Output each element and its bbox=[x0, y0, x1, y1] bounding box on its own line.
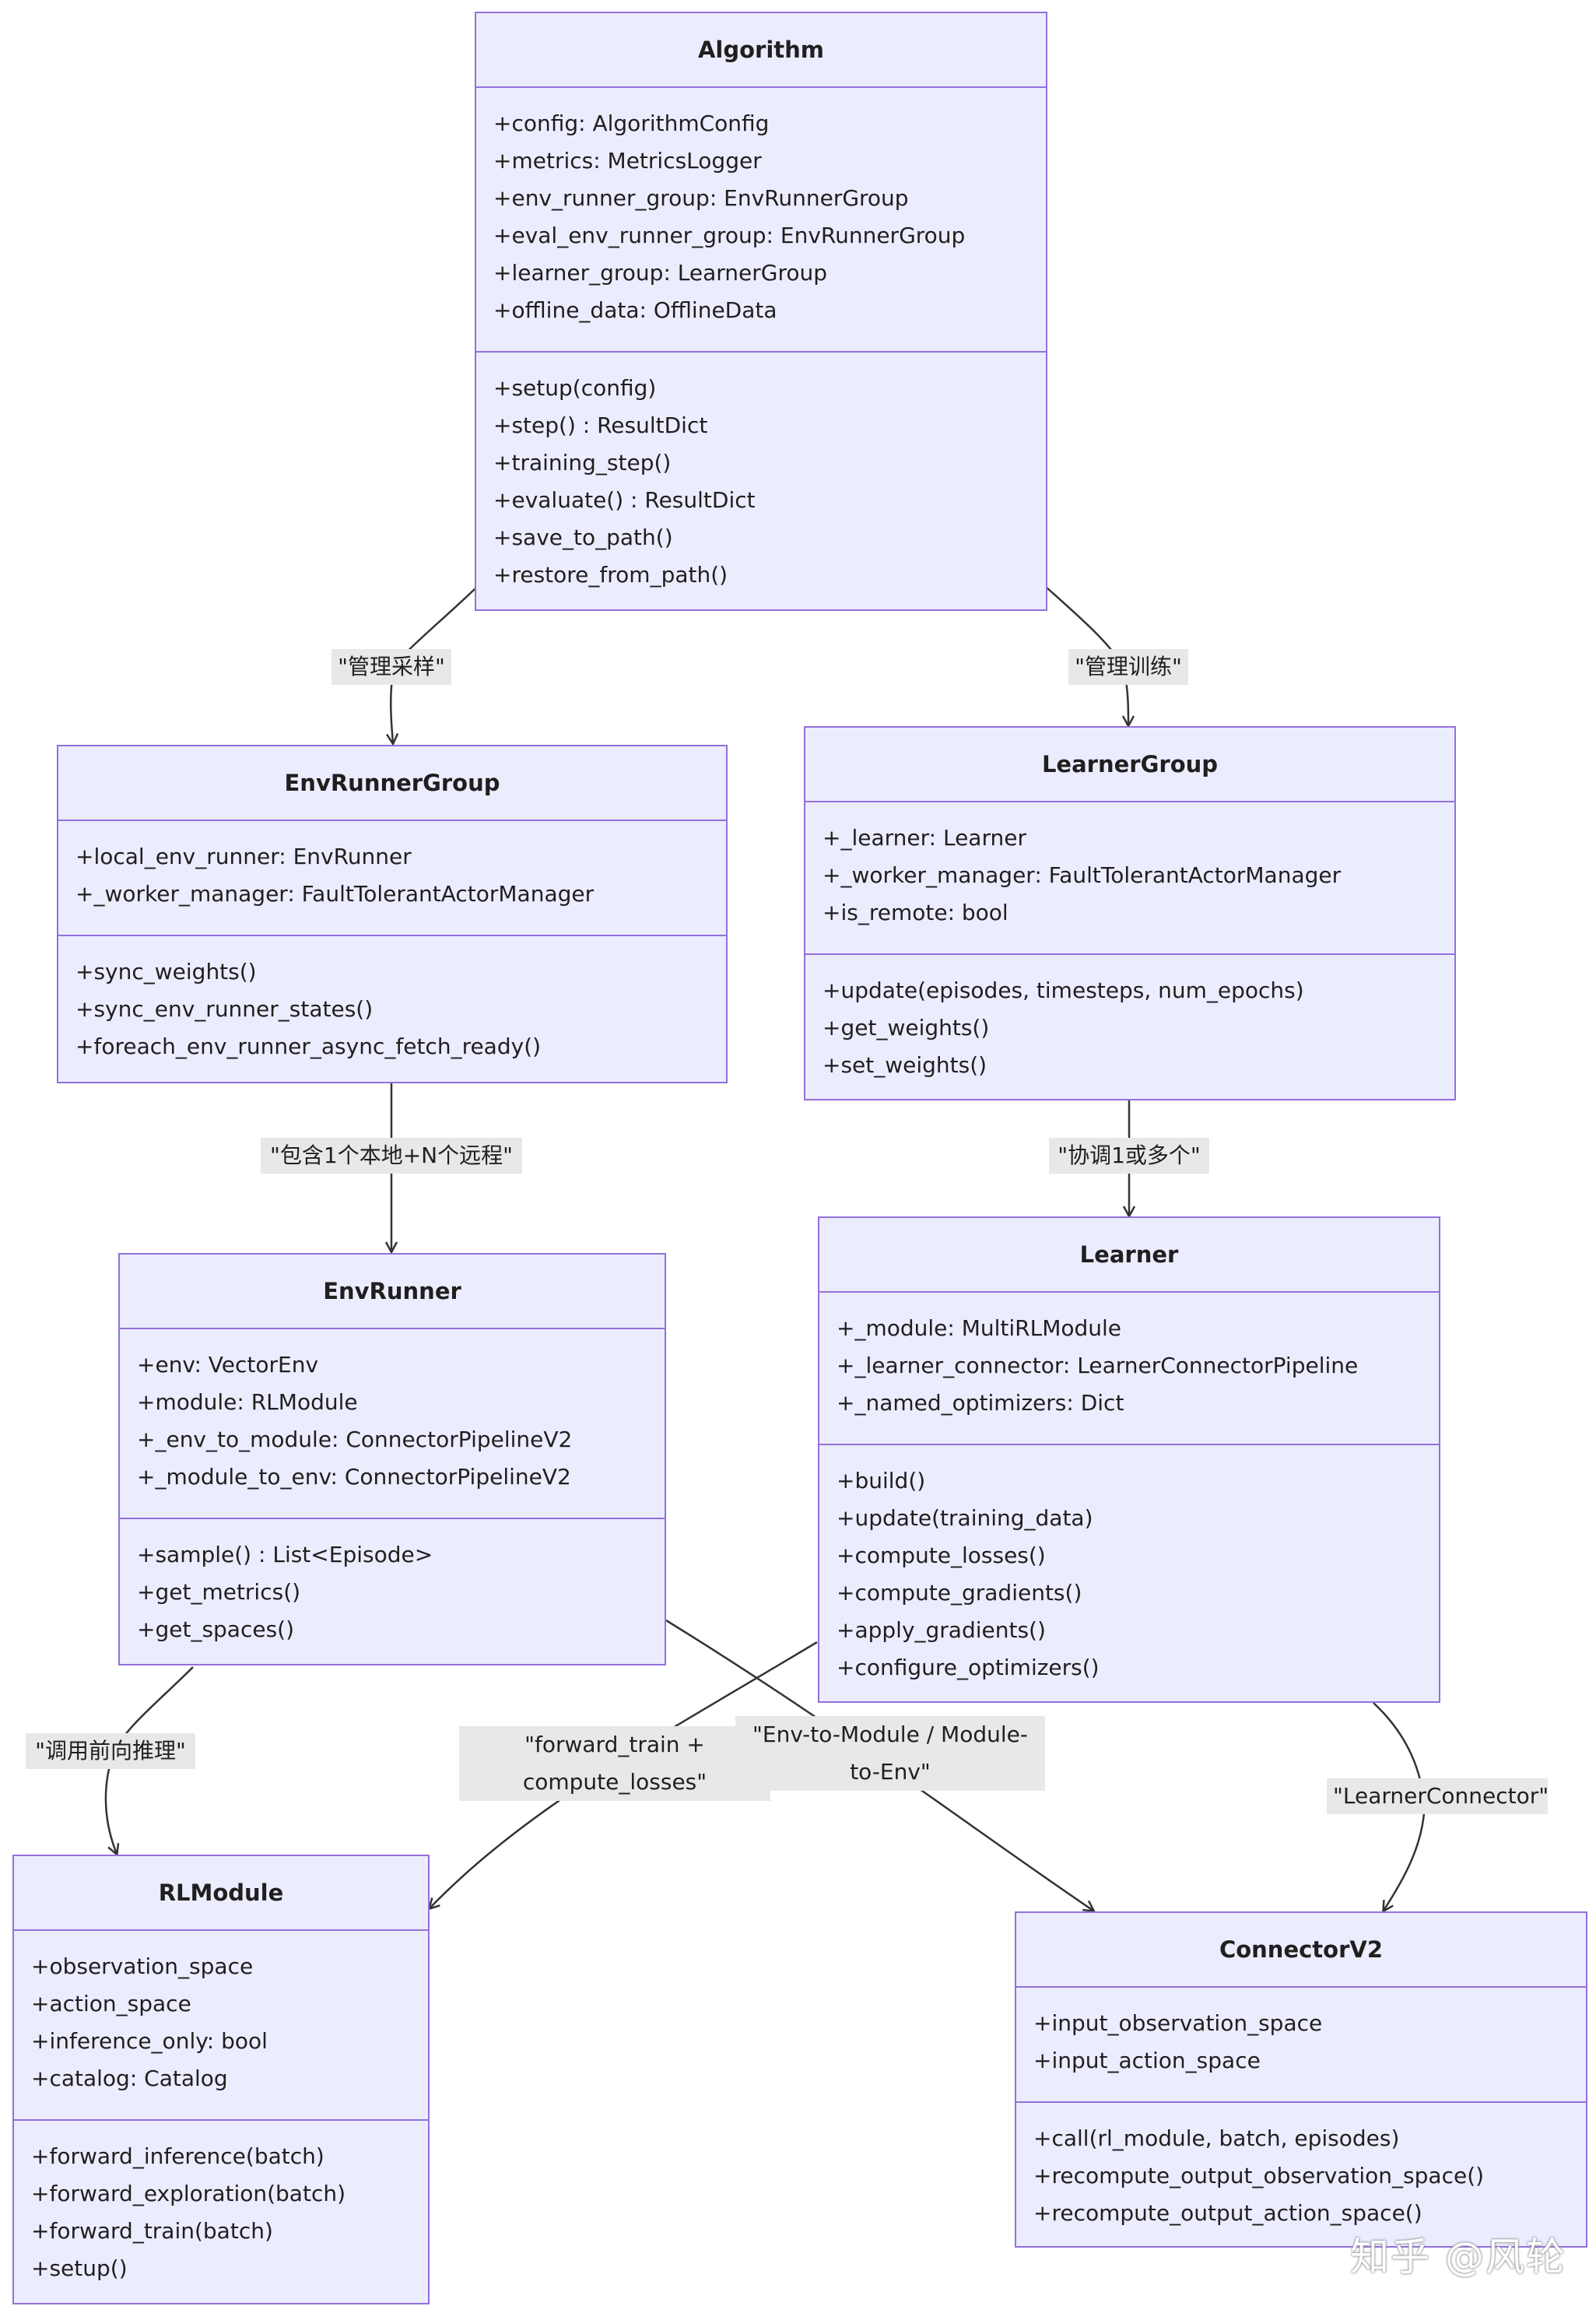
method: +recompute_output_action_space() bbox=[1033, 2200, 1422, 2226]
method: +update(episodes, timesteps, num_epochs) bbox=[823, 977, 1304, 1003]
method: +forward_train(batch) bbox=[31, 2218, 273, 2244]
attributes-section: +env: VectorEnv +module: RLModule +_env_… bbox=[120, 1329, 665, 1518]
methods-section: +sync_weights() +sync_env_runner_states(… bbox=[58, 935, 726, 1065]
attribute: +input_action_space bbox=[1033, 2048, 1261, 2073]
attributes-section: +_module: MultiRLModule +_learner_connec… bbox=[819, 1293, 1439, 1444]
edge-label-forward-train-compute-losses: "forward_train + compute_losses" bbox=[459, 1726, 770, 1801]
class-title: LearnerGroup bbox=[805, 728, 1454, 802]
method: +get_spaces() bbox=[137, 1616, 295, 1642]
method: +set_weights() bbox=[823, 1052, 987, 1078]
attribute: +_worker_manager: FaultTolerantActorMana… bbox=[75, 881, 595, 907]
method: +sync_env_runner_states() bbox=[75, 996, 374, 1022]
watermark: 知乎 @风轮 bbox=[1350, 2234, 1566, 2280]
methods-section: +sample() : List<Episode> +get_metrics()… bbox=[120, 1518, 665, 1648]
edge-label-contains-local-remote: "包含1个本地+N个远程" bbox=[261, 1138, 522, 1174]
method: +recompute_output_observation_space() bbox=[1033, 2163, 1485, 2188]
attribute: +_learner: Learner bbox=[823, 825, 1026, 851]
attribute: +_learner_connector: LearnerConnectorPip… bbox=[837, 1353, 1359, 1378]
method: +compute_losses() bbox=[837, 1543, 1046, 1568]
attribute: +observation_space bbox=[31, 1953, 254, 1979]
attribute: +local_env_runner: EnvRunner bbox=[75, 844, 412, 869]
attributes-section: +config: AlgorithmConfig +metrics: Metri… bbox=[476, 88, 1046, 351]
methods-section: +update(episodes, timesteps, num_epochs)… bbox=[805, 953, 1454, 1084]
method: +forward_exploration(batch) bbox=[31, 2181, 346, 2206]
method: +forward_inference(batch) bbox=[31, 2143, 324, 2169]
attribute: +catalog: Catalog bbox=[31, 2066, 228, 2091]
edge-label-env-module-connectors: "Env-to-Module / Module-to-Env" bbox=[735, 1716, 1045, 1791]
class-title: RLModule bbox=[14, 1856, 428, 1931]
attributes-section: +input_observation_space +input_action_s… bbox=[1016, 1988, 1586, 2101]
method: +build() bbox=[837, 1468, 926, 1493]
attribute: +_env_to_module: ConnectorPipelineV2 bbox=[137, 1427, 573, 1452]
class-algorithm: Algorithm +config: AlgorithmConfig +metr… bbox=[475, 12, 1047, 611]
method: +get_metrics() bbox=[137, 1579, 301, 1605]
method: +sync_weights() bbox=[75, 959, 257, 985]
class-learner: Learner +_module: MultiRLModule +_learne… bbox=[818, 1216, 1440, 1703]
methods-section: +setup(config) +step() : ResultDict +tra… bbox=[476, 351, 1046, 594]
method: +update(training_data) bbox=[837, 1505, 1093, 1531]
class-connectorv2: ConnectorV2 +input_observation_space +in… bbox=[1015, 1911, 1587, 2248]
attribute: +inference_only: bool bbox=[31, 2028, 268, 2054]
attributes-section: +_learner: Learner +_worker_manager: Fau… bbox=[805, 802, 1454, 953]
method: +sample() : List<Episode> bbox=[137, 1542, 433, 1567]
edge-label-coordinate-learners: "协调1或多个" bbox=[1049, 1138, 1209, 1174]
attribute: +metrics: MetricsLogger bbox=[493, 148, 762, 174]
attribute: +_module: MultiRLModule bbox=[837, 1315, 1122, 1341]
attribute: +is_remote: bool bbox=[823, 900, 1008, 925]
attributes-section: +observation_space +action_space +infere… bbox=[14, 1931, 428, 2119]
class-title: EnvRunner bbox=[120, 1255, 665, 1329]
method: +evaluate() : ResultDict bbox=[493, 487, 756, 513]
attribute: +config: AlgorithmConfig bbox=[493, 111, 770, 136]
attribute: +offline_data: OfflineData bbox=[493, 297, 777, 323]
class-title: Algorithm bbox=[476, 13, 1046, 88]
attribute: +eval_env_runner_group: EnvRunnerGroup bbox=[493, 223, 966, 248]
class-title: EnvRunnerGroup bbox=[58, 746, 726, 821]
method: +call(rl_module, batch, episodes) bbox=[1033, 2125, 1400, 2151]
attribute: +env: VectorEnv bbox=[137, 1352, 319, 1378]
class-title: Learner bbox=[819, 1218, 1439, 1293]
method: +setup(config) bbox=[493, 375, 657, 401]
attribute: +_worker_manager: FaultTolerantActorMana… bbox=[823, 862, 1342, 888]
method: +step() : ResultDict bbox=[493, 412, 708, 438]
method: +foreach_env_runner_async_fetch_ready() bbox=[75, 1034, 542, 1059]
edge-label-call-forward-inference: "调用前向推理" bbox=[26, 1733, 195, 1769]
edge-label-learner-connector: "LearnerConnector" bbox=[1327, 1778, 1549, 1814]
method: +compute_gradients() bbox=[837, 1580, 1082, 1606]
method: +setup() bbox=[31, 2255, 128, 2281]
method: +configure_optimizers() bbox=[837, 1655, 1100, 1680]
methods-section: +forward_inference(batch) +forward_explo… bbox=[14, 2119, 428, 2287]
method: +training_step() bbox=[493, 450, 672, 476]
attribute: +_module_to_env: ConnectorPipelineV2 bbox=[137, 1464, 571, 1490]
attributes-section: +local_env_runner: EnvRunner +_worker_ma… bbox=[58, 821, 726, 935]
method: +apply_gradients() bbox=[837, 1617, 1046, 1643]
attribute: +env_runner_group: EnvRunnerGroup bbox=[493, 185, 909, 211]
attribute: +action_space bbox=[31, 1991, 191, 2016]
attribute: +module: RLModule bbox=[137, 1389, 358, 1415]
method: +save_to_path() bbox=[493, 525, 673, 550]
methods-section: +build() +update(training_data) +compute… bbox=[819, 1444, 1439, 1686]
edge-label-manage-sampling: "管理采样" bbox=[331, 649, 451, 685]
class-envrunnergroup: EnvRunnerGroup +local_env_runner: EnvRun… bbox=[57, 745, 728, 1083]
class-rlmodule: RLModule +observation_space +action_spac… bbox=[12, 1855, 430, 2304]
method: +restore_from_path() bbox=[493, 562, 728, 588]
class-title: ConnectorV2 bbox=[1016, 1913, 1586, 1988]
class-envrunner: EnvRunner +env: VectorEnv +module: RLMod… bbox=[118, 1253, 666, 1665]
attribute: +input_observation_space bbox=[1033, 2010, 1323, 2036]
attribute: +learner_group: LearnerGroup bbox=[493, 260, 828, 286]
class-learnergroup: LearnerGroup +_learner: Learner +_worker… bbox=[804, 726, 1456, 1100]
attribute: +_named_optimizers: Dict bbox=[837, 1390, 1124, 1416]
method: +get_weights() bbox=[823, 1015, 990, 1041]
methods-section: +call(rl_module, batch, episodes) +recom… bbox=[1016, 2101, 1586, 2232]
edge-label-manage-training: "管理训练" bbox=[1068, 649, 1188, 685]
